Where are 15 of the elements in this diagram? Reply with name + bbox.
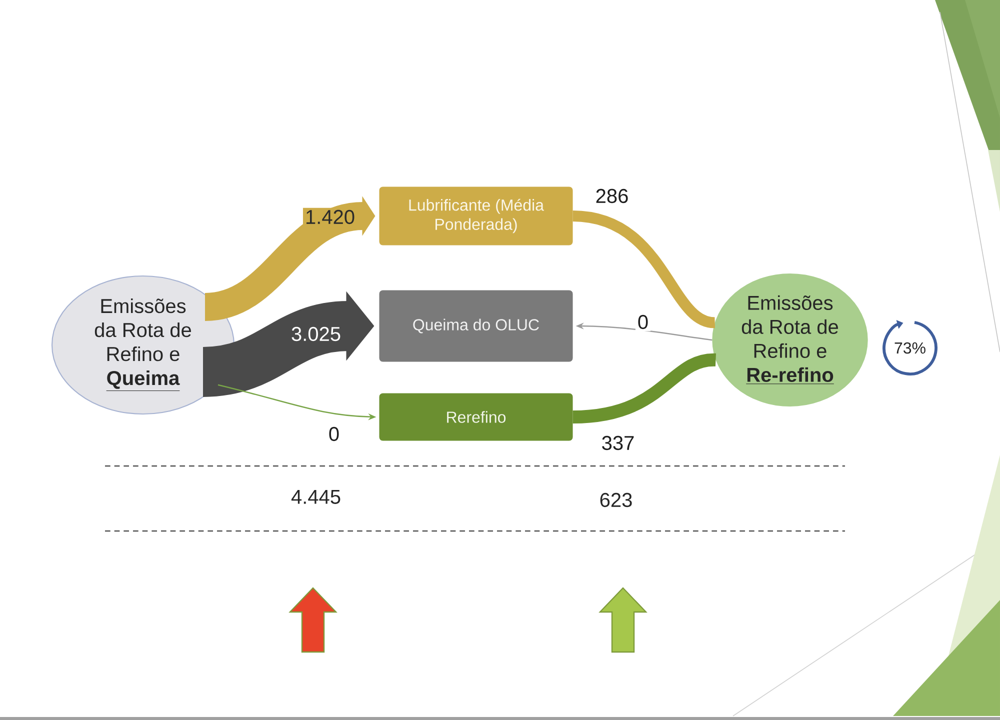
flow-value: 286 — [593, 186, 631, 206]
flow-value: 1.420 — [302, 208, 358, 226]
flow-band — [572, 353, 716, 424]
node-label: 73% — [894, 342, 926, 354]
flow-band — [572, 210, 716, 328]
flow-value: 337 — [599, 434, 637, 452]
flow-value: 3.025 — [288, 324, 344, 344]
percentage-ring: 73% — [882, 320, 938, 376]
process-box: Queima do OLUC — [379, 290, 573, 362]
process-box: Rerefino — [379, 393, 573, 441]
process-box: Lubrificante (Média Ponderada) — [379, 186, 573, 246]
total-value: 623 — [600, 492, 632, 508]
total-value: 4.445 — [291, 490, 340, 504]
flow-value: 0 — [326, 424, 342, 444]
flow-value: 0 — [635, 312, 651, 332]
